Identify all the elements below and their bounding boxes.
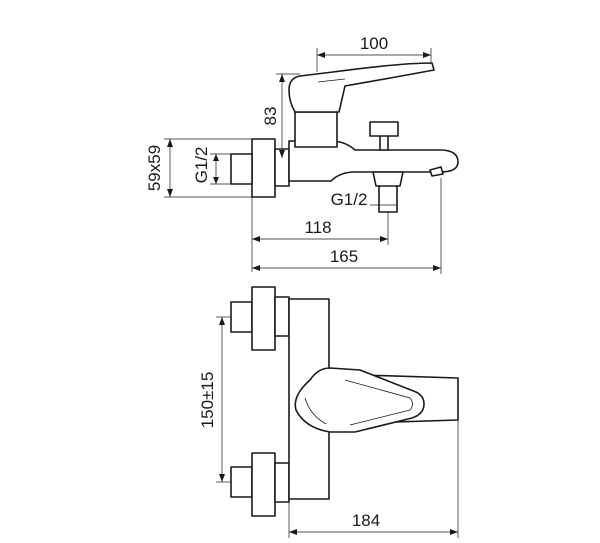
side-view: 100 83 59x59 G1/2 G1/2 118 xyxy=(145,34,459,274)
top-lever-inner xyxy=(344,379,413,426)
upper-wall-plate xyxy=(251,286,276,351)
dim-inlet-thread: G1/2 xyxy=(192,147,211,184)
dim-plate: 59x59 xyxy=(145,145,164,191)
lever-handle xyxy=(288,62,435,113)
inlet-pipe xyxy=(230,153,253,185)
top-lever-grip xyxy=(304,397,327,425)
dim-outlet-depth: 118 xyxy=(304,218,331,237)
dim-height: 83 xyxy=(261,107,280,126)
dim-outlet-thread: G1/2 xyxy=(331,190,368,209)
dim-top-width: 100 xyxy=(360,34,388,53)
lower-inlet-pipe xyxy=(230,466,253,498)
top-lever xyxy=(294,367,425,433)
wall-plate xyxy=(251,138,276,198)
lower-wall-plate xyxy=(251,452,276,517)
bottom-outlet xyxy=(378,184,398,213)
upper-nut xyxy=(274,296,290,337)
cartridge-column xyxy=(294,111,338,148)
dim-total-width: 184 xyxy=(352,511,380,530)
outlet-cap xyxy=(372,171,404,187)
valve-body xyxy=(288,140,459,182)
lever-accent xyxy=(317,78,346,83)
upper-inlet-pipe xyxy=(230,301,253,333)
top-view: 150±15 184 xyxy=(198,286,459,538)
spout-tip xyxy=(429,166,444,177)
diverter-knob xyxy=(369,121,399,137)
dim-center-distance: 150±15 xyxy=(198,372,217,429)
lower-nut xyxy=(274,462,290,503)
dim-spout-depth: 165 xyxy=(330,247,358,266)
